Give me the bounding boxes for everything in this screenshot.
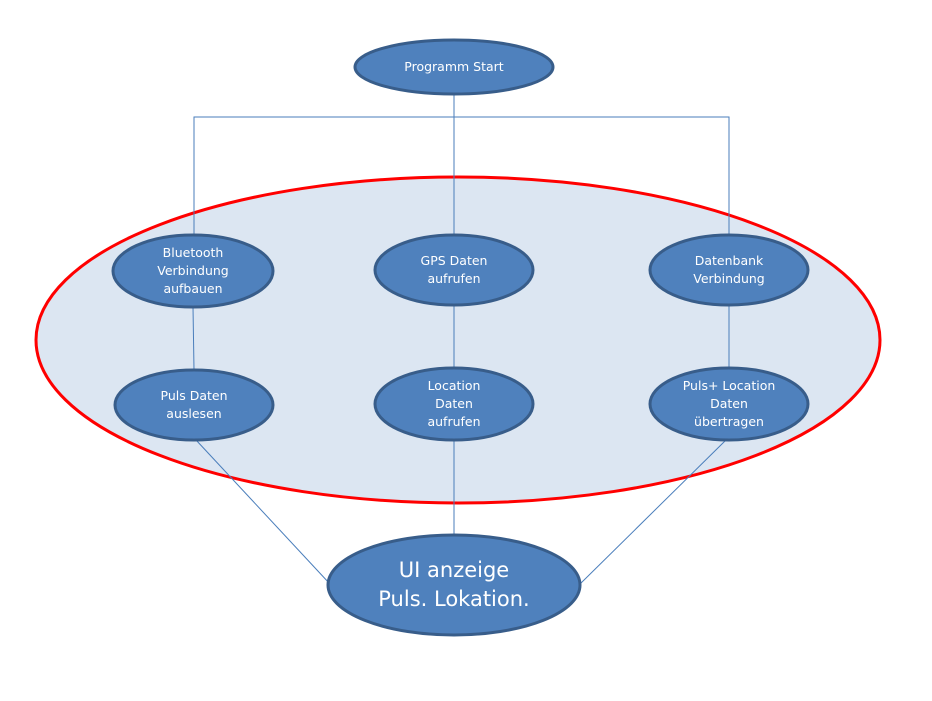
- node-gps: [373, 233, 535, 307]
- label-line: auslesen: [166, 406, 222, 421]
- label-line: Bluetooth: [162, 245, 224, 260]
- node-puls: [113, 368, 275, 442]
- label-bluetooth: Bluetooth Verbindung aufbauen: [157, 244, 228, 298]
- label-datenbank: Datenbank Verbindung: [693, 252, 764, 288]
- connector-puls-ui: [195, 439, 331, 585]
- group-ellipse: [34, 175, 882, 505]
- label-line: Verbindung: [693, 271, 765, 286]
- label-line: Puls. Lokation.: [378, 587, 530, 611]
- label-line: UI anzeige: [398, 558, 510, 582]
- connector-branch: [193, 116, 730, 236]
- label-puls: Puls Daten auslesen: [161, 387, 228, 423]
- label-line: Puls+ Location: [682, 378, 776, 393]
- node-start: [353, 38, 555, 96]
- connectors: [192, 94, 730, 585]
- label-line: aufrufen: [427, 271, 481, 286]
- label-location: Location Daten aufrufen: [427, 377, 480, 431]
- label-line: Programm Start: [404, 59, 504, 74]
- label-line: Datenbank: [694, 253, 764, 268]
- node-ui: [326, 533, 582, 637]
- label-line: übertragen: [694, 414, 764, 429]
- label-line: aufbauen: [163, 281, 223, 296]
- label-line: aufrufen: [427, 414, 481, 429]
- connector-bt-puls: [192, 306, 195, 371]
- node-bluetooth: [111, 233, 275, 309]
- label-line: GPS Daten: [420, 253, 488, 268]
- label-upload: Puls+ Location Daten übertragen: [683, 377, 776, 431]
- label-line: Verbindung: [157, 263, 229, 278]
- label-line: Location: [427, 378, 481, 393]
- label-gps: GPS Daten aufrufen: [421, 252, 488, 288]
- connector-upload-ui: [579, 439, 727, 585]
- label-line: Puls Daten: [160, 388, 228, 403]
- label-ui: UI anzeige Puls. Lokation.: [378, 556, 529, 614]
- node-upload: [648, 366, 810, 442]
- label-start: Programm Start: [404, 58, 503, 76]
- node-location: [373, 366, 535, 442]
- label-line: Daten: [710, 396, 748, 411]
- node-datenbank: [648, 233, 810, 307]
- label-line: Daten: [435, 396, 473, 411]
